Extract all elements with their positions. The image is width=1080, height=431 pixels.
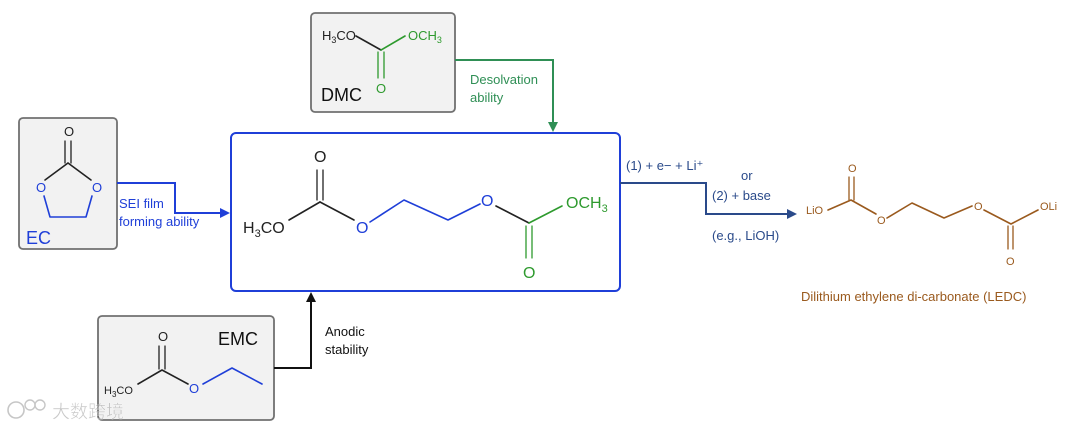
reaction-or: or <box>741 168 753 183</box>
ec-arrow: SEI film forming ability <box>117 182 230 229</box>
ec-arrow-label-2: forming ability <box>119 214 200 229</box>
ledc-name: Dilithium ethylene di-carbonate (LEDC) <box>801 289 1026 304</box>
reaction-arrow: (1) + e− + Li⁺ or (2) + base (e.g., LiOH… <box>620 158 797 243</box>
ledc-o-ring-right: O <box>974 201 983 213</box>
emc-h3co-label: H3CO <box>104 385 133 399</box>
dmc-arrow: Desolvation ability <box>455 59 558 132</box>
center-o-right: O <box>481 193 493 210</box>
emc-carbonyl-o: O <box>158 329 168 344</box>
ec-carbonyl-o: O <box>64 124 74 139</box>
center-och3-label: OCH3 <box>566 195 608 215</box>
dmc-och3-label: OCH3 <box>408 28 442 45</box>
ledc-oli-right: OLi <box>1040 201 1057 213</box>
reaction-line-1: (1) + e− + Li⁺ <box>626 158 703 173</box>
ledc-o-bottom: O <box>1006 256 1015 268</box>
emc-arrow-label-2: stability <box>325 342 369 357</box>
emc-molecule-box: O H3CO O EMC <box>97 315 275 421</box>
dmc-h3co-label: H3CO <box>322 28 356 45</box>
emc-arrow: Anodic stability <box>274 292 369 369</box>
center-o-top: O <box>314 149 326 166</box>
emc-ester-o: O <box>189 381 199 396</box>
watermark: 大数跨境 <box>7 399 124 422</box>
dmc-molecule-box: H3CO OCH3 O DMC <box>310 12 456 113</box>
emc-arrow-label-1: Anodic <box>325 324 365 339</box>
dmc-carbonyl-o: O <box>376 81 386 96</box>
center-product-box: H3CO O O O OCH3 O <box>230 132 621 292</box>
emc-label: EMC <box>218 329 258 349</box>
ledc-o-top: O <box>848 163 857 175</box>
dmc-arrow-label-2: ability <box>470 90 504 105</box>
watermark-logo-icon <box>7 399 46 419</box>
reaction-line-3: (e.g., LiOH) <box>712 228 779 243</box>
ec-label: EC <box>26 228 51 248</box>
reaction-line-2: (2) + base <box>712 188 771 203</box>
ec-ring-o-left: O <box>36 180 46 195</box>
ec-molecule-box: O O O EC <box>18 117 118 250</box>
center-o-bottom: O <box>523 265 535 282</box>
watermark-text: 大数跨境 <box>52 402 124 422</box>
ec-ring-o-right: O <box>92 180 102 195</box>
ledc-molecule: O LiO O O OLi O Dilithium ethylene di-ca… <box>801 163 1057 304</box>
ledc-o-ring-left: O <box>877 215 886 227</box>
center-h3co-label: H3CO <box>243 220 285 240</box>
center-o-left: O <box>356 220 368 237</box>
ec-arrow-label-1: SEI film <box>119 196 164 211</box>
ledc-oli-left: LiO <box>806 205 824 217</box>
dmc-label: DMC <box>321 85 362 105</box>
dmc-arrow-label-1: Desolvation <box>470 72 538 87</box>
